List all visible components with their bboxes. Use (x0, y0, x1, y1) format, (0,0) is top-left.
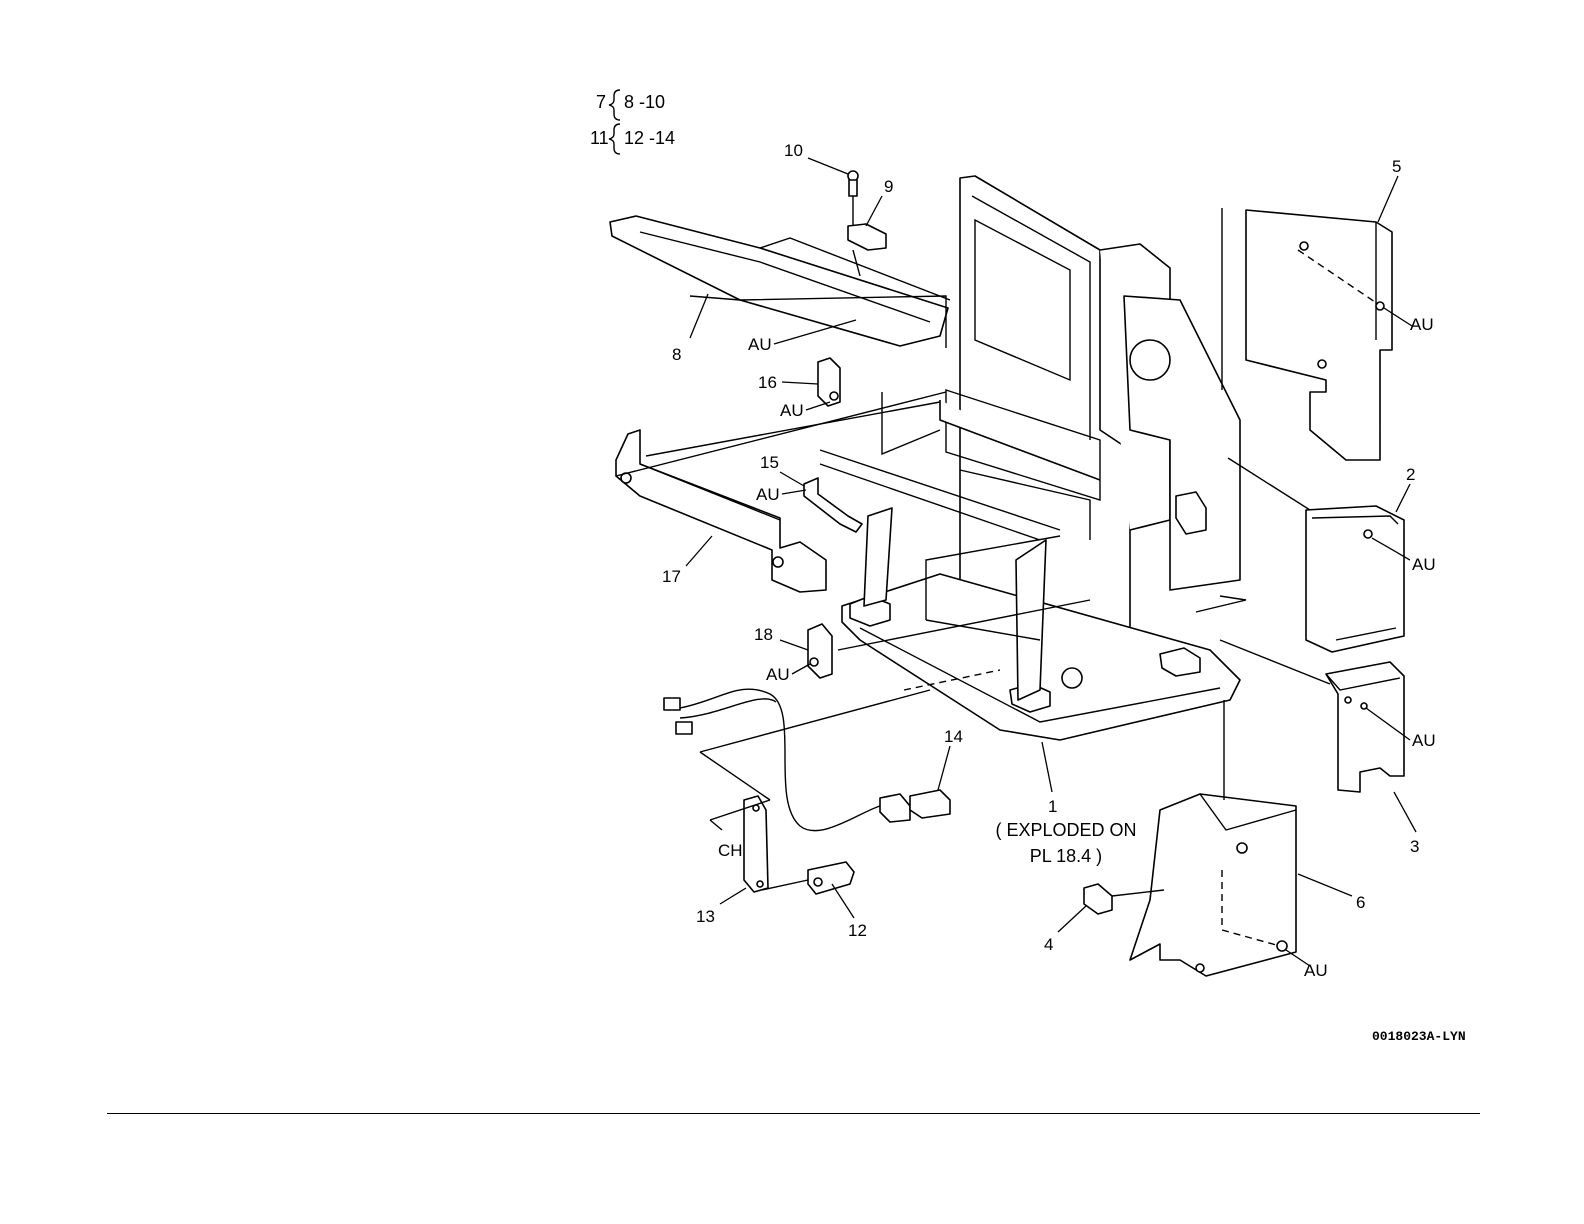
part-5-cover (1222, 208, 1392, 460)
svg-text:3: 3 (1410, 837, 1419, 856)
svg-text:PL 18.4 ): PL 18.4 ) (1030, 846, 1102, 866)
part-13-strap (744, 796, 768, 892)
callout-5: 5 (1378, 157, 1401, 222)
group-parent-label: 11 (590, 128, 609, 148)
svg-text:2: 2 (1406, 465, 1415, 484)
svg-text:AU: AU (756, 485, 780, 504)
svg-text:6: 6 (1356, 893, 1365, 912)
part-15-bracket (804, 478, 862, 532)
group-range-label: 8 -10 (624, 92, 665, 112)
group-reference-11: 11 12 -14 (590, 124, 675, 154)
au-callout-15: AU (756, 485, 806, 504)
svg-text:AU: AU (1304, 961, 1328, 980)
part-17-rail (616, 430, 826, 592)
group-reference-7: 7 8 -10 (596, 90, 665, 120)
callout-16: 16 (758, 373, 818, 392)
brace-icon (609, 90, 620, 120)
svg-text:AU: AU (780, 401, 804, 420)
part-16-bracket (818, 358, 840, 406)
callout-17: 17 (662, 536, 712, 586)
figure-code: 0018023A-LYN (1372, 1029, 1466, 1044)
au-callout-tray: AU (748, 320, 856, 354)
part-8-tray (610, 216, 950, 346)
callout-4: 4 (1044, 906, 1086, 954)
callout-1: 1 (1042, 742, 1057, 816)
callout-2: 2 (1396, 465, 1415, 512)
svg-text:AU: AU (1412, 731, 1436, 750)
page-divider (107, 1113, 1480, 1114)
part-6-rear-cover (1130, 794, 1296, 976)
au-callout-16: AU (780, 401, 830, 420)
svg-text:18: 18 (754, 625, 773, 644)
callout-3: 3 (1394, 792, 1419, 856)
svg-text:17: 17 (662, 567, 681, 586)
ch-label: CH (718, 841, 743, 860)
svg-text:AU: AU (748, 335, 772, 354)
svg-text:AU: AU (1412, 555, 1436, 574)
svg-text:AU: AU (1410, 315, 1434, 334)
callout-13: 13 (696, 888, 746, 926)
part-10-screw (848, 171, 858, 196)
callout-14: 14 (938, 727, 963, 790)
svg-text:13: 13 (696, 907, 715, 926)
part-12-clamp (808, 862, 854, 894)
svg-text:12: 12 (848, 921, 867, 940)
callout-8: 8 (672, 294, 708, 364)
exploded-note: ( EXPLODED ON PL 18.4 ) (995, 820, 1136, 866)
au-callout-18: AU (766, 664, 810, 684)
callout-18: 18 (754, 625, 808, 650)
svg-text:( EXPLODED ON: ( EXPLODED ON (995, 820, 1136, 840)
au-callout-6: AU (1286, 950, 1328, 980)
svg-text:15: 15 (760, 453, 779, 472)
svg-text:1: 1 (1048, 797, 1057, 816)
svg-text:9: 9 (884, 177, 893, 196)
part-18-bracket (808, 624, 832, 678)
callout-10: 10 (784, 141, 848, 174)
part-harness (664, 689, 950, 830)
svg-text:10: 10 (784, 141, 803, 160)
callout-15: 15 (760, 453, 804, 486)
group-range-label: 12 -14 (624, 128, 675, 148)
callout-12: 12 (832, 884, 867, 940)
brace-icon (609, 124, 620, 154)
svg-text:16: 16 (758, 373, 777, 392)
svg-text:5: 5 (1392, 157, 1401, 176)
group-parent-label: 7 (596, 92, 606, 112)
svg-text:8: 8 (672, 345, 681, 364)
svg-text:4: 4 (1044, 935, 1053, 954)
part-9-bracket (848, 196, 886, 276)
part-2-board (1306, 506, 1404, 652)
callout-9: 9 (866, 177, 893, 226)
svg-text:AU: AU (766, 665, 790, 684)
callout-6: 6 (1298, 874, 1365, 912)
svg-text:14: 14 (944, 727, 963, 746)
